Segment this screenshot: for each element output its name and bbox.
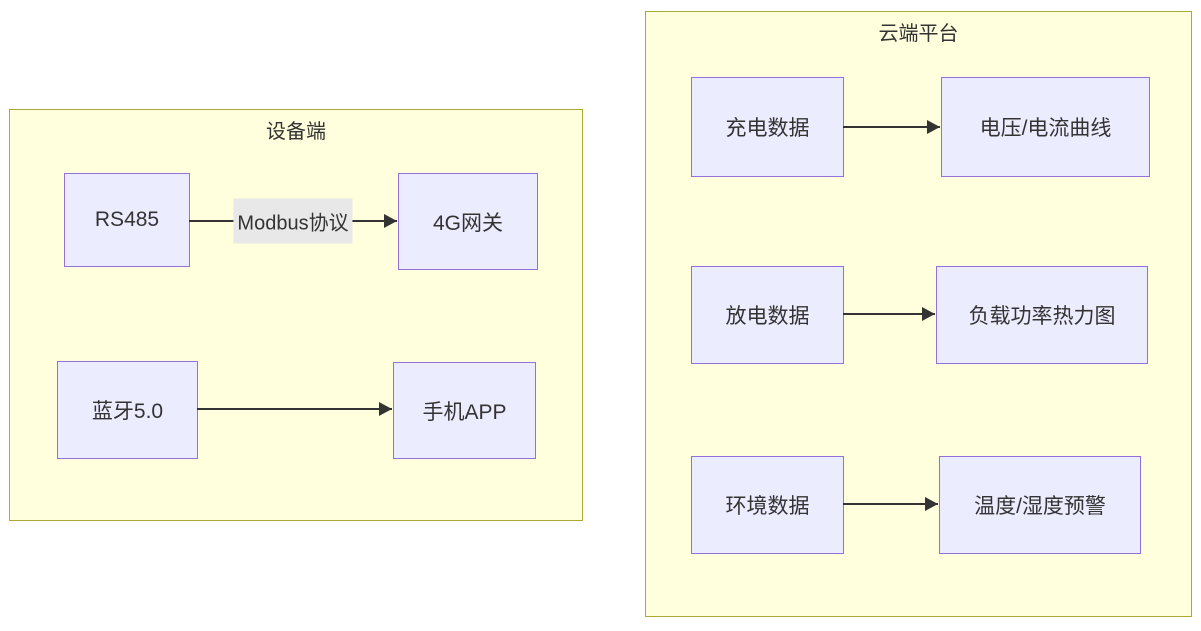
edge-rs485-to-4g-gateway: Modbus协议 (189, 198, 397, 244)
node-charge-data: 充电数据 (691, 77, 844, 177)
node-voltage-current-curve-label: 电压/电流曲线 (979, 117, 1112, 140)
node-4g-gateway-label: 4G网关 (432, 211, 503, 235)
node-load-power-heatmap: 负载功率热力图 (936, 266, 1148, 364)
node-rs485: RS485 (64, 173, 190, 267)
cluster-device-title: 设备端 (266, 121, 326, 143)
edge-label-modbus-protocol: Modbus协议 (233, 198, 353, 244)
node-discharge-data: 放电数据 (691, 266, 844, 364)
node-phone-app-label: 手机APP (422, 400, 507, 424)
node-env-data-label: 环境数据 (725, 495, 810, 518)
node-env-data: 环境数据 (691, 456, 844, 554)
node-temp-humidity-alert: 温度/湿度预警 (939, 456, 1141, 554)
edge-env-data-to-temp-humidity-alert (843, 497, 938, 511)
node-discharge-data-label: 放电数据 (725, 305, 810, 328)
edge-charge-data-to-voltage-current-curve (843, 120, 940, 134)
node-rs485-label: RS485 (94, 208, 160, 231)
node-load-power-heatmap-label: 负载功率热力图 (968, 305, 1116, 328)
cluster-device-side: 设备端 RS485 4G网关 蓝牙5.0 手机APP (9, 109, 583, 521)
node-voltage-current-curve: 电压/电流曲线 (941, 77, 1150, 177)
edge-bluetooth-to-phone-app (197, 402, 392, 416)
node-bluetooth-label: 蓝牙5.0 (91, 400, 164, 423)
cluster-cloud-title: 云端平台 (878, 23, 959, 45)
edge-discharge-data-to-load-power-heatmap (843, 307, 935, 321)
cluster-cloud-platform: 云端平台 充电数据 电压/电流曲线 放电数据 负载功率热力图 环境数据 温度/湿… (645, 11, 1192, 617)
node-bluetooth: 蓝牙5.0 (57, 361, 198, 459)
node-temp-humidity-alert-label: 温度/湿度预警 (974, 495, 1106, 518)
node-4g-gateway: 4G网关 (398, 173, 538, 270)
node-charge-data-label: 充电数据 (725, 117, 810, 140)
node-phone-app: 手机APP (393, 362, 536, 459)
